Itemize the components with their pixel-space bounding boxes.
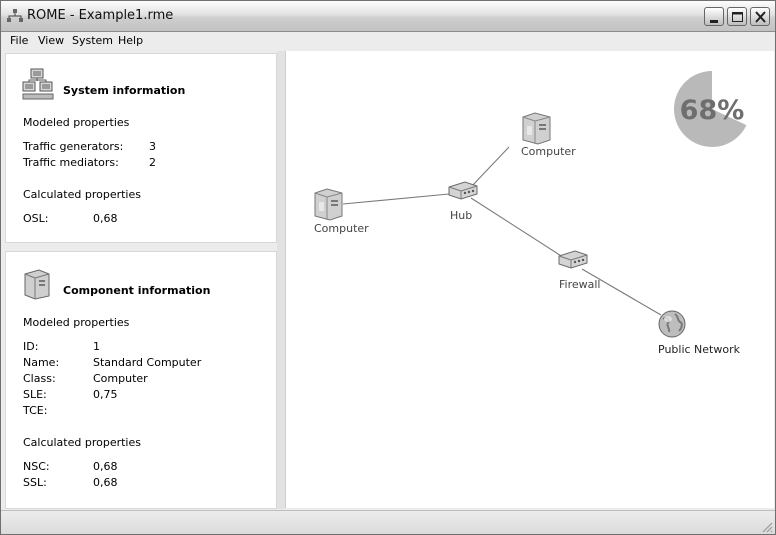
network-system-icon [22, 68, 54, 100]
link-hub-firewall [470, 197, 567, 260]
computer-icon [24, 269, 50, 300]
nsc-label: NSC: [23, 460, 50, 473]
window-title: ROME - Example1.rme [27, 8, 174, 23]
osl-label: OSL: [23, 212, 49, 225]
node-public-network[interactable]: Public Network [658, 310, 741, 356]
globe-icon [658, 310, 686, 338]
nsc-value: 0,68 [93, 460, 118, 473]
component-modeled-heading: Modeled properties [23, 316, 130, 329]
node-label: Computer [521, 145, 576, 158]
node-label: Hub [450, 209, 472, 222]
component-information-panel: Component information Modeled properties… [5, 251, 277, 509]
minimize-icon [710, 20, 718, 23]
system-information-panel: System information Modeled properties Tr… [5, 53, 277, 243]
node-label: Firewall [559, 278, 600, 291]
score-gauge: 68% [674, 71, 747, 147]
menu-file[interactable]: File [10, 34, 29, 47]
maximize-button[interactable] [727, 7, 747, 26]
status-bar [1, 510, 775, 534]
traffic-mediators-value: 2 [149, 156, 156, 169]
diagram-links [342, 146, 662, 316]
menu-help[interactable]: Help [118, 34, 144, 47]
ssl-value: 0,68 [93, 476, 118, 489]
score-label: 68% [680, 95, 745, 126]
sle-label: SLE: [23, 388, 47, 401]
ssl-label: SSL: [23, 476, 47, 489]
sle-value: 0,75 [93, 388, 118, 401]
link-firewall-public [581, 268, 662, 316]
system-calculated-heading: Calculated properties [23, 188, 141, 201]
menu-bar: File View System Help [1, 32, 775, 50]
close-button[interactable] [750, 7, 770, 26]
menu-view[interactable]: View [38, 34, 65, 47]
node-computer-left[interactable]: Computer [314, 188, 369, 235]
traffic-generators-label: Traffic generators: [23, 140, 124, 153]
node-label: Public Network [658, 343, 741, 356]
class-value: Computer [93, 372, 148, 385]
title-bar[interactable]: ROME - Example1.rme [1, 1, 775, 32]
class-label: Class: [23, 372, 56, 385]
network-app-icon [7, 9, 23, 22]
system-modeled-heading: Modeled properties [23, 116, 130, 129]
osl-value: 0,68 [93, 212, 118, 225]
link-computer2-hub [470, 146, 510, 188]
minimize-button[interactable] [704, 7, 724, 26]
computer-icon [522, 112, 551, 145]
pane-splitter[interactable] [277, 51, 285, 509]
node-hub[interactable]: Hub [448, 181, 478, 222]
component-information-title: Component information [63, 284, 211, 297]
traffic-mediators-label: Traffic mediators: [23, 156, 119, 169]
info-pane: System information Modeled properties Tr… [5, 53, 277, 509]
network-diagram-canvas[interactable]: 68% Computer [285, 51, 774, 508]
link-computer1-hub [342, 193, 450, 205]
hub-icon [448, 181, 478, 200]
menu-system[interactable]: System [72, 34, 114, 47]
computer-icon [314, 188, 343, 221]
traffic-generators-value: 3 [149, 140, 156, 153]
resize-grip-icon[interactable] [761, 521, 773, 533]
score-gauge-fill [674, 71, 747, 147]
component-calculated-heading: Calculated properties [23, 436, 141, 449]
node-computer-top[interactable]: Computer [521, 112, 576, 158]
close-icon [755, 11, 766, 23]
id-value: 1 [93, 340, 100, 353]
node-firewall[interactable]: Firewall [558, 250, 600, 291]
node-label: Computer [314, 222, 369, 235]
tce-label: TCE: [23, 404, 48, 417]
firewall-icon [558, 250, 588, 269]
id-label: ID: [23, 340, 39, 353]
system-information-title: System information [63, 84, 186, 97]
name-value: Standard Computer [93, 356, 202, 369]
name-label: Name: [23, 356, 60, 369]
network-diagram: 68% Computer [314, 71, 747, 356]
maximize-icon [732, 12, 743, 22]
